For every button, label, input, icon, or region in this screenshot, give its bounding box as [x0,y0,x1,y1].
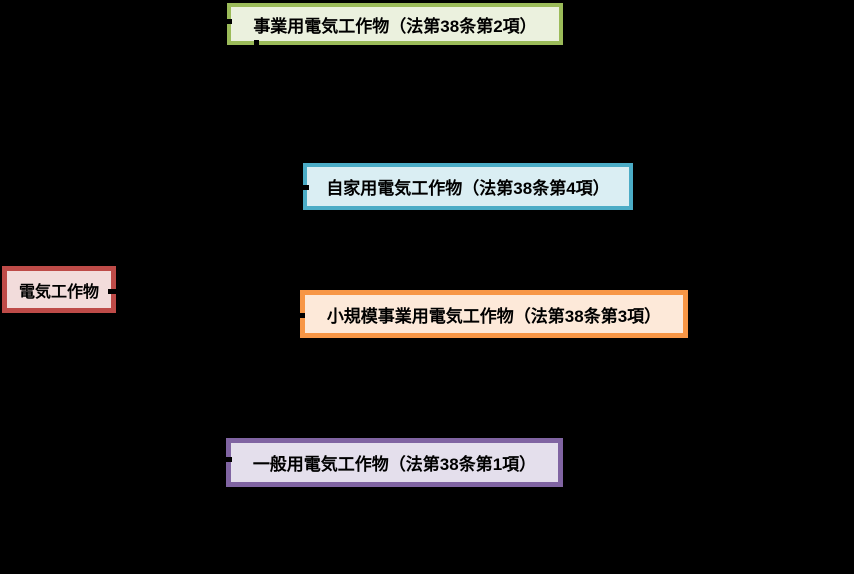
node-general-use-electrical-facility: 一般用電気工作物（法第38条第1項） [226,438,563,487]
node-label-electrical-facility: 電気工作物 [18,283,99,301]
node-small-scale-business-electrical-facility: 小規模事業用電気工作物（法第38条第3項） [300,290,688,338]
node-label-small-scale-business-electrical-facility: 小規模事業用電気工作物（法第38条第3項） [326,306,662,326]
node-label-private-use-electrical-facility: 自家用電気工作物（法第38条第4項） [326,179,610,198]
connector-business-sub-trunk [254,40,259,319]
connector-trunk-to-small-scale [254,313,305,318]
node-private-use-electrical-facility: 自家用電気工作物（法第38条第4項） [303,163,633,210]
node-business-electrical-facility: 事業用電気工作物（法第38条第2項） [227,3,563,45]
connector-trunk-to-business [156,19,232,24]
node-label-general-use-electrical-facility: 一般用電気工作物（法第38条第1項） [252,455,537,474]
connector-trunk-to-general [156,457,232,462]
node-label-business-electrical-facility: 事業用電気工作物（法第38条第2項） [253,16,537,36]
connector-main-trunk-vertical [156,19,160,463]
connector-trunk-to-private [254,185,309,190]
node-electrical-facility-root: 電気工作物 [2,266,116,313]
connector-root-to-trunk [108,289,160,294]
